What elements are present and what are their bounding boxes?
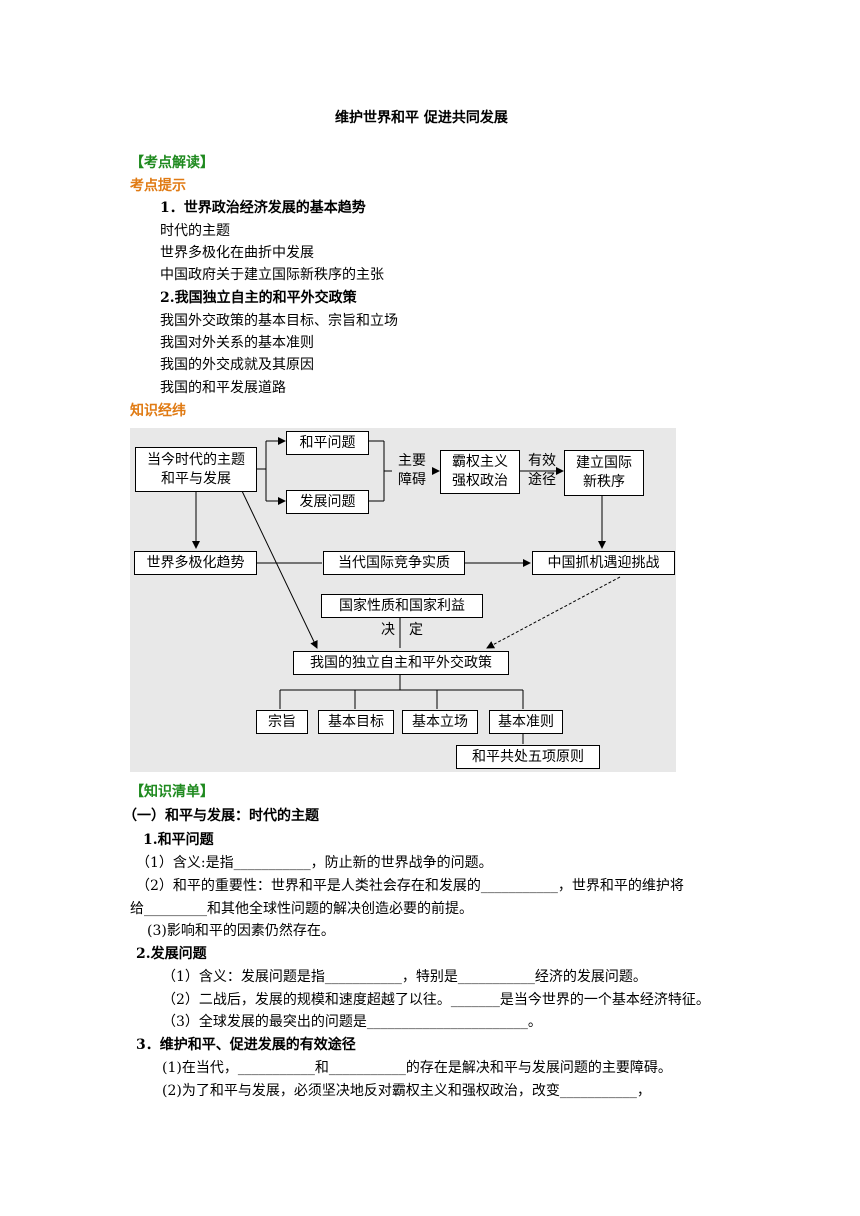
- purpose-box: 宗旨: [256, 710, 308, 734]
- theme-line-2: 和平与发展: [161, 470, 231, 487]
- section-heading-analysis: 【考点解读】: [130, 155, 214, 171]
- national-interest-box: 国家性质和国家利益: [321, 594, 483, 618]
- fill-blank-line: （1）含义:是指___________，防止新的世界战争的问题。: [136, 855, 493, 871]
- hint-item: 我国外交政策的基本目标、宗旨和立场: [160, 313, 398, 329]
- new-order-box: 建立国际 新秩序: [564, 450, 644, 496]
- hint-item: 我国对外关系的基本准则: [160, 335, 314, 351]
- theme-box: 当今时代的主题 和平与发展: [135, 447, 257, 492]
- subheading-knowledge-map: 知识经纬: [130, 403, 186, 419]
- hint-heading-1: 1．世界政治经济发展的基本趋势: [160, 200, 366, 216]
- text-line: (3)影响和平的因素仍然存在。: [147, 923, 335, 939]
- basic-norm-box: 基本准则: [489, 710, 563, 734]
- fill-blank-line: (2)为了和平与发展，必须坚决地反对霸权主义和强权政治，改变__________…: [162, 1083, 651, 1099]
- fill-blank-line: 给_________和其他全球性问题的解决创造必要的前提。: [130, 901, 473, 917]
- main-obstacle-label: 主要 障碍: [398, 453, 426, 488]
- question-heading-peace: 1.和平问题: [143, 832, 214, 848]
- part-heading-1: （一）和平与发展：时代的主题: [123, 808, 319, 824]
- fill-blank-line: （2）二战后，发展的规模和速度超越了以往。_______是当今世界的一个基本经济…: [162, 992, 710, 1008]
- hint-heading-2: 2.我国独立自主的和平外交政策: [160, 290, 357, 306]
- basic-stance-box: 基本立场: [402, 710, 478, 734]
- effective-path-label: 有效 途径: [528, 453, 556, 488]
- fill-blank-line: （2）和平的重要性：世界和平是人类社会存在和发展的___________，世界和…: [136, 878, 684, 894]
- five-principles-box: 和平共处五项原则: [456, 745, 600, 769]
- hegemony-box: 霸权主义 强权政治: [440, 450, 520, 494]
- fill-blank-line: （3）全球发展的最突出的问题是_______________________。: [162, 1014, 542, 1030]
- question-heading-development: 2.发展问题: [136, 946, 207, 962]
- decide-label: 决 定: [381, 622, 423, 638]
- fill-blank-line: (1)在当代，___________和___________的存在是解决和平与发…: [162, 1060, 672, 1076]
- section-heading-checklist: 【知识清单】: [130, 784, 214, 800]
- hint-item: 我国的外交成就及其原因: [160, 357, 314, 373]
- page-title: 维护世界和平 促进共同发展: [335, 110, 508, 126]
- knowledge-diagram: 当今时代的主题 和平与发展 和平问题 发展问题 主要 障碍 霸权主义 强权政治 …: [130, 428, 676, 772]
- development-issue-box: 发展问题: [286, 490, 369, 514]
- competition-box: 当代国际竞争实质: [323, 551, 465, 575]
- question-heading-path: 3．维护和平、促进发展的有效途径: [136, 1037, 356, 1053]
- peace-issue-box: 和平问题: [286, 431, 369, 455]
- multipolar-box: 世界多极化趋势: [134, 551, 257, 575]
- foreign-policy-box: 我国的独立自主和平外交政策: [293, 651, 509, 675]
- theme-line-1: 当今时代的主题: [147, 451, 245, 468]
- china-opportunity-box: 中国抓机遇迎挑战: [532, 551, 675, 575]
- fill-blank-line: （1）含义：发展问题是指___________，特别是___________经济…: [162, 969, 647, 985]
- hint-item: 我国的和平发展道路: [160, 380, 286, 396]
- hint-item: 中国政府关于建立国际新秩序的主张: [160, 267, 384, 283]
- subheading-hints: 考点提示: [130, 178, 186, 194]
- hint-item: 世界多极化在曲折中发展: [160, 245, 314, 261]
- hint-item: 时代的主题: [160, 223, 230, 239]
- basic-goal-box: 基本目标: [318, 710, 394, 734]
- diagram-connectors: [192, 437, 621, 744]
